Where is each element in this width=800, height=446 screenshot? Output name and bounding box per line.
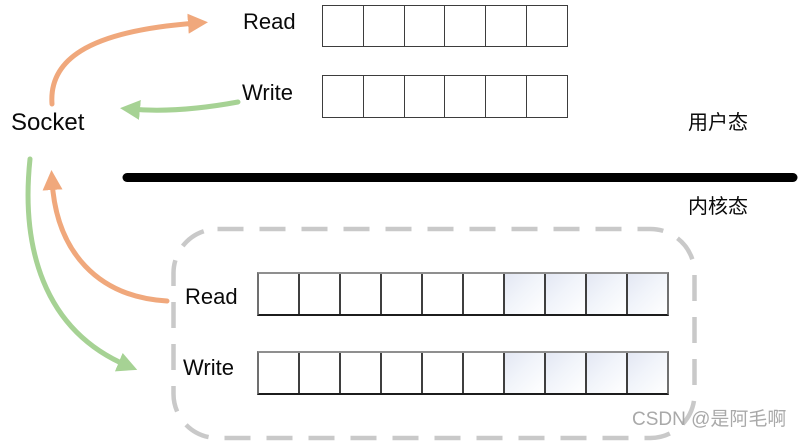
user-read-label: Read [243,9,296,34]
kernel-write-buffer [257,351,669,395]
buffer-cell [462,274,503,314]
buffer-cell [421,274,462,314]
user-write-label: Write [242,80,293,105]
buffer-cell [339,274,380,314]
buffer-cell [298,353,339,393]
buffer-cell [421,353,462,393]
socket-to-kernel-write-arrow [25,156,138,372]
user-write-to-socket-arrow [120,99,241,120]
buffer-cell [444,6,486,46]
buffer-cell [544,353,585,393]
buffer-cell [544,274,585,314]
buffer-cell [462,353,503,393]
buffer-cell [503,353,544,393]
buffer-cell [585,353,626,393]
buffer-cell [585,274,626,314]
user-read-buffer [322,5,568,47]
kernel-mode-zone-label: 内核态 [688,196,748,218]
buffer-cell [485,76,527,117]
buffer-cell [380,353,421,393]
buffer-cell [323,76,363,117]
buffer-cell [526,6,567,46]
kernel-space-box-border [171,226,697,441]
kernel-write-label: Write [183,355,234,380]
buffer-cell [503,274,544,314]
buffer-cell [526,76,567,117]
buffer-cell [259,274,298,314]
buffer-cell [626,353,667,393]
user-mode-zone-label: 用户态 [688,112,748,134]
kernel-read-buffer [257,272,669,316]
buffer-cell [626,274,667,314]
user-write-buffer [322,75,568,118]
buffer-cell [298,274,339,314]
buffer-cell [362,76,404,117]
socket-to-user-read-arrow [49,13,208,107]
kernel-read-label: Read [185,284,238,309]
watermark: CSDN @是阿毛啊 [632,409,787,430]
buffer-cell [403,6,445,46]
buffer-cell [485,6,527,46]
buffer-cell [259,353,298,393]
buffer-cell [362,6,404,46]
buffer-cell [403,76,445,117]
socket-label: Socket [11,109,85,136]
buffer-cell [444,76,486,117]
buffer-cell [380,274,421,314]
buffer-cell [339,353,380,393]
buffer-cell [323,6,363,46]
kernel-read-to-socket-arrow [42,170,170,304]
